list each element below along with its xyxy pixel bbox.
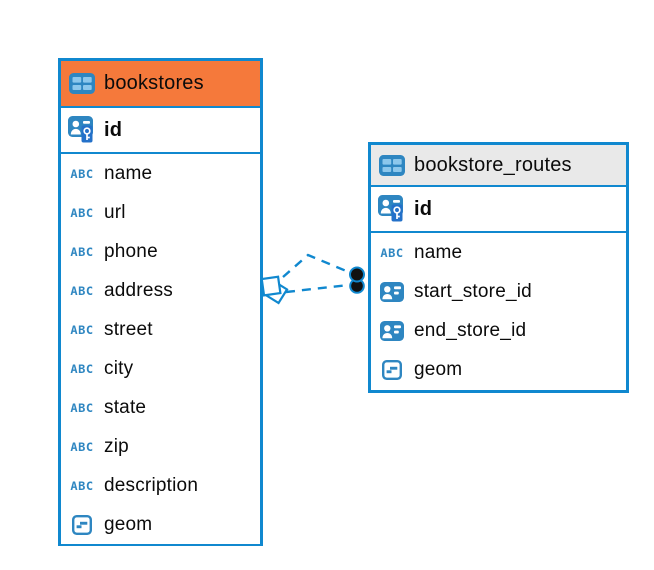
foreign-key-icon: [377, 320, 407, 341]
column-row[interactable]: ABC url: [61, 193, 260, 232]
relationship-diamond-back: [263, 279, 289, 305]
column-name: state: [104, 396, 147, 418]
column-name: end_store_id: [414, 319, 527, 341]
column-row[interactable]: ABC description: [61, 466, 260, 505]
column-row[interactable]: ABC city: [61, 349, 260, 388]
column-row[interactable]: ABC name: [61, 154, 260, 193]
geometry-type-icon: [67, 514, 97, 535]
table-name: bookstore_routes: [414, 153, 572, 176]
column-row[interactable]: ABC zip: [61, 427, 260, 466]
primary-key-row[interactable]: id: [371, 187, 626, 233]
column-name: description: [104, 474, 199, 496]
text-type-icon: ABC: [70, 439, 94, 454]
column-name: street: [104, 318, 153, 340]
table-bookstore-routes[interactable]: bookstore_routes id ABC name start_store…: [368, 142, 629, 393]
text-type-icon: ABC: [70, 478, 94, 493]
relationship-dot-upper: [349, 266, 365, 283]
column-row[interactable]: end_store_id: [371, 311, 626, 350]
column-row[interactable]: ABC state: [61, 388, 260, 427]
table-icon: [67, 73, 97, 94]
table-header[interactable]: bookstore_routes: [371, 145, 626, 187]
text-type-icon: ABC: [70, 244, 94, 259]
column-name: phone: [104, 240, 158, 262]
text-type-icon: ABC: [70, 322, 94, 337]
text-type-icon: ABC: [70, 166, 94, 181]
geometry-type-icon: [377, 359, 407, 380]
primary-key-icon: [377, 195, 407, 223]
column-name: city: [104, 357, 134, 379]
column-name: geom: [414, 358, 463, 380]
table-header[interactable]: bookstores: [61, 61, 260, 108]
text-type-icon: ABC: [70, 283, 94, 298]
column-row[interactable]: ABC address: [61, 271, 260, 310]
column-name: url: [104, 201, 126, 223]
column-row[interactable]: ABC phone: [61, 232, 260, 271]
table-bookstores[interactable]: bookstores id ABC name ABC url ABC phone…: [58, 58, 263, 546]
text-type-icon: ABC: [70, 361, 94, 376]
column-name: name: [104, 162, 153, 184]
column-row[interactable]: ABC name: [371, 233, 626, 272]
primary-key-row[interactable]: id: [61, 108, 260, 154]
relationship-line-lower: [285, 283, 350, 294]
text-type-icon: ABC: [70, 400, 94, 415]
column-row[interactable]: geom: [371, 350, 626, 389]
column-name: name: [414, 241, 463, 263]
column-row[interactable]: start_store_id: [371, 272, 626, 311]
primary-key-icon: [67, 116, 97, 144]
text-type-icon: ABC: [70, 205, 94, 220]
text-type-icon: ABC: [380, 245, 404, 260]
column-row[interactable]: ABC street: [61, 310, 260, 349]
column-name: id: [104, 118, 123, 141]
table-icon: [377, 154, 407, 176]
column-name: zip: [104, 435, 129, 457]
column-row[interactable]: geom: [61, 505, 260, 544]
column-name: address: [104, 279, 173, 301]
column-name: start_store_id: [414, 280, 532, 302]
column-name: id: [414, 197, 433, 220]
relationship-diamond-front: [260, 275, 282, 297]
table-name: bookstores: [104, 72, 204, 94]
foreign-key-icon: [377, 281, 407, 302]
relationship-line-upper: [282, 253, 352, 278]
relationship-dot-lower: [349, 278, 365, 294]
column-name: geom: [104, 513, 153, 535]
